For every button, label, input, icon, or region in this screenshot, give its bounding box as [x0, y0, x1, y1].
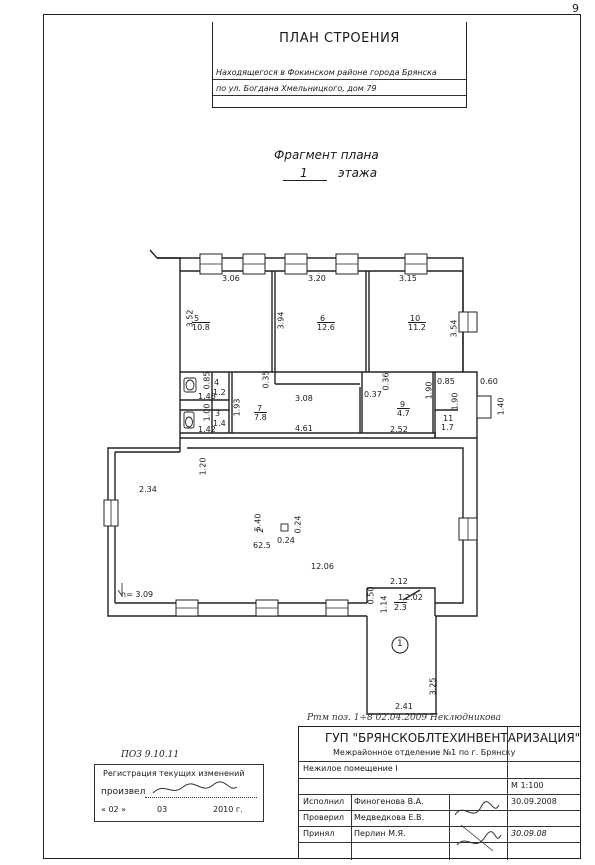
dim-label: 1.90 [424, 381, 434, 400]
row-role: Исполнил [303, 797, 345, 806]
room-area: 11.2 [408, 323, 426, 332]
registration-month: 03 [157, 805, 168, 814]
dim-label: 2.34 [139, 485, 157, 494]
dim-label: 0.24 [277, 536, 295, 545]
entrance-number: 1 [397, 639, 403, 649]
dim-label: 1.42 [198, 425, 216, 434]
window [476, 395, 492, 419]
row-name: Финогенова В.А. [354, 797, 424, 806]
fragment-heading: Фрагмент плана [274, 148, 379, 162]
registration-day: « 02 » [101, 805, 127, 814]
object-name: Нежилое помещение I [303, 764, 398, 773]
registration-year: 2010 г. [213, 805, 243, 814]
room-area: 1.2 [213, 388, 226, 397]
address-line-2: по ул. Богдана Хмельницкого, дом 79 [216, 84, 377, 93]
drawing-scale: М 1:100 [511, 781, 544, 790]
room-number: 9 [400, 400, 406, 409]
dim-label: 3.15 [399, 274, 417, 283]
registration-stamp: Регистрация текущих изменений произвел «… [94, 764, 264, 822]
dim-label: 3.20 [308, 274, 326, 283]
room-area: 1.7 [441, 423, 454, 432]
room-area: 7.8 [254, 413, 267, 422]
dim-label: 0.50 [366, 586, 376, 605]
room-number: 10 [410, 314, 421, 323]
dim-label: 0.60 [480, 377, 498, 386]
row-role: Принял [303, 829, 335, 838]
title-block: ПЛАН СТРОЕНИЯ Находящегося в Фокинском р… [212, 22, 467, 108]
dim-label: 1.00 [202, 403, 212, 422]
dim-label: 0.35 [261, 370, 271, 389]
column [280, 523, 289, 532]
title-divider-2 [213, 95, 466, 96]
title-divider-1 [213, 79, 466, 80]
outer-wall-left [107, 257, 367, 617]
dim-label: 3.54 [449, 319, 459, 338]
room-number: 4 [214, 378, 220, 387]
room-number: 11 [443, 414, 454, 423]
dim-label: 1.20 [198, 457, 208, 476]
dim-label: 0.37 [364, 390, 382, 399]
registration-signature [152, 781, 238, 794]
title-stamp: ГУП "БРЯНСКОБЛТЕХИНВЕНТАРИЗАЦИЯ" Межрайо… [298, 726, 581, 860]
registration-label: произвел [101, 787, 146, 797]
room-number: 2 [256, 527, 266, 534]
floor-number: 1 [300, 166, 308, 180]
room-area: 10.8 [192, 323, 210, 332]
organization-name: ГУП "БРЯНСКОБЛТЕХИНВЕНТАРИЗАЦИЯ" [325, 731, 581, 745]
floor-word: этажа [338, 166, 378, 180]
sink [183, 377, 197, 393]
registration-note: ПОЗ 9.10.11 [121, 750, 180, 760]
room-area: 62.5 [253, 541, 271, 550]
row-role: Проверил [303, 813, 345, 822]
dim-label: 1.14 [379, 595, 389, 614]
dim-label: 2.12 [390, 577, 408, 586]
toilet [183, 411, 195, 429]
dim-label: 4.61 [295, 424, 313, 433]
dim-label: 1.40 [496, 397, 506, 416]
room-area: 4.7 [397, 409, 410, 418]
row-date: 30.09.2008 [511, 797, 557, 806]
dim-label: 3.25 [428, 677, 438, 696]
change-annotation: Ртм поз. 1÷8 02.04.2009 Неклюдникова [307, 713, 502, 723]
entrance-marker [391, 636, 409, 654]
dim-label: 0.85 [202, 371, 212, 390]
room-number: 6 [320, 314, 326, 323]
row-date: 30.09.08 [511, 829, 547, 838]
dim-label: 3.94 [276, 311, 286, 330]
registration-title: Регистрация текущих изменений [103, 769, 245, 778]
dim-label: 3.08 [295, 394, 313, 403]
dim-label: 2.52 [390, 425, 408, 434]
dim-label: 1.90 [450, 392, 460, 411]
room-number: 5 [194, 314, 200, 323]
dim-label: 3.06 [222, 274, 240, 283]
dim-label: 1.46 [198, 392, 216, 401]
dim-label: 2.02 [405, 593, 423, 602]
dim-label: 0.36 [381, 372, 391, 391]
row-name: Перлин М.Я. [354, 829, 406, 838]
floor-underline [283, 180, 327, 181]
dim-label: 0.24 [293, 515, 303, 534]
dim-label: 0.85 [437, 377, 455, 386]
room-number: 7 [257, 404, 263, 413]
department-name: Межрайонное отделение №1 по г. Брянску [333, 748, 516, 757]
page-number: 9 [572, 2, 579, 15]
room-area: 12.6 [317, 323, 335, 332]
dim-label: 2.41 [395, 702, 413, 711]
address-line-1: Находящегося в Фокинском районе города Б… [216, 68, 437, 77]
room-number: 1 [398, 593, 404, 602]
plan-title: ПЛАН СТРОЕНИЯ [279, 31, 400, 46]
signature-scribbles [454, 801, 502, 852]
room-area: 1.4 [213, 419, 226, 428]
dim-label: 12.06 [311, 562, 334, 571]
row-name: Медведкова Е.В. [354, 813, 425, 822]
room-area: 2.3 [394, 603, 407, 612]
dim-label: 1.93 [232, 398, 242, 417]
room-number: 3 [215, 409, 221, 418]
ceiling-height: h= 3.09 [121, 590, 154, 599]
